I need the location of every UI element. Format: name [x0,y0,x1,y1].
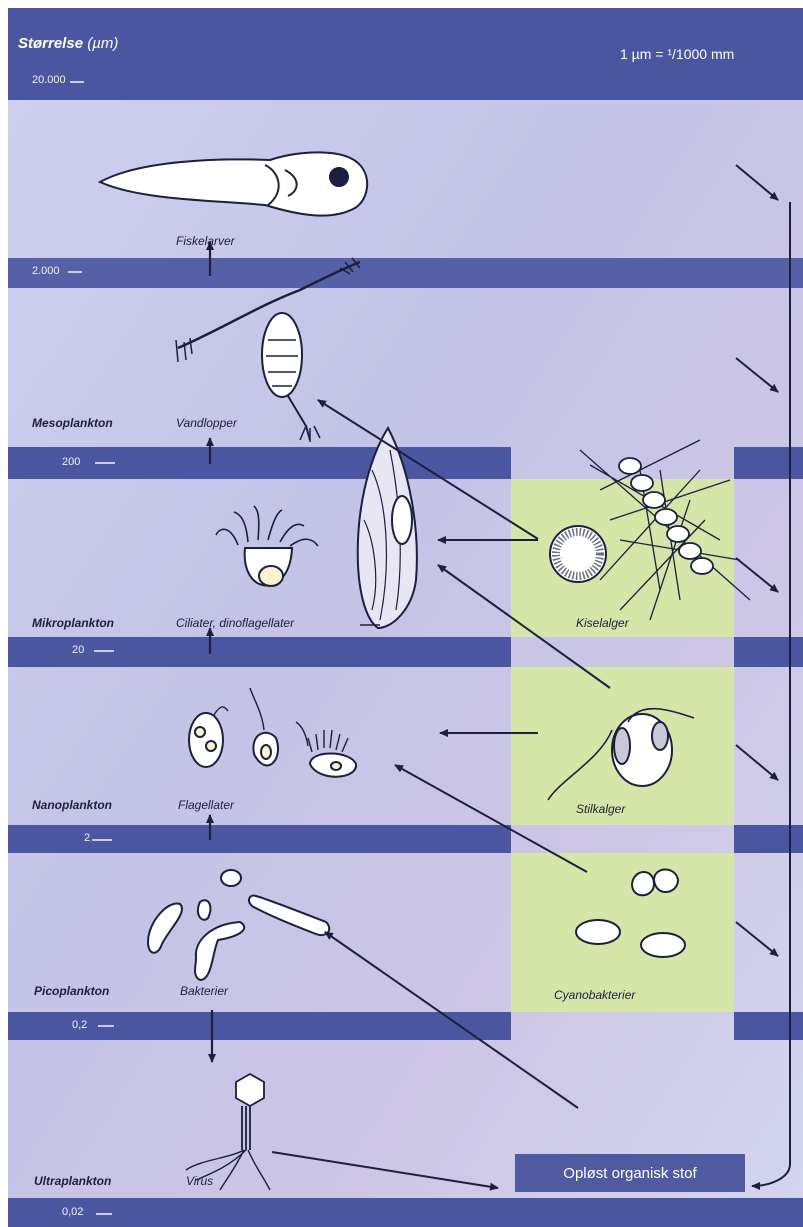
class-nanoplankton: Nanoplankton [32,798,112,812]
dissolved-organic-matter-label: Opløst organisk stof [563,1165,696,1182]
label-diatoms: Kiselalger [576,616,629,630]
scale-label-0-2: 0,2 [72,1019,87,1031]
axis-title-unit: (µm) [83,35,118,52]
label-cyanobacteria: Cyanobakterier [554,988,635,1002]
label-bacteria: Bakterier [180,984,228,998]
scale-label-0-02: 0,02 [62,1206,83,1218]
class-mikroplankton: Mikroplankton [32,616,114,630]
axis-title-bold: Størrelse [18,35,83,52]
band-002 [8,1198,803,1227]
class-mesoplankton: Mesoplankton [32,416,113,430]
label-fish-larvae: Fiskelarver [176,234,235,248]
band-2-right [734,825,803,853]
axis-title: Størrelse (µm) [18,35,118,52]
scale-label-20000: 20.000 [32,74,66,86]
band-20-right [734,637,803,667]
band-200-right [734,447,803,479]
band-02-right [734,1012,803,1040]
label-copepods: Vandlopper [176,416,237,430]
class-picoplankton: Picoplankton [34,984,109,998]
dissolved-organic-matter-box: Opløst organisk stof [515,1154,745,1192]
label-flagellates: Flagellater [178,798,234,812]
centric-diatom-illustration [550,526,606,582]
scale-label-2: 2 [84,832,90,844]
label-virus: Virus [186,1174,213,1188]
unit-note: 1 µm = ¹/1000 mm [620,46,734,62]
band-2000 [8,258,803,288]
label-ciliates-dinoflagellates: Ciliater, dinoflagellater [176,616,294,630]
scale-label-2000: 2.000 [32,265,60,277]
scale-label-200: 200 [62,456,80,468]
class-ultraplankton: Ultraplankton [34,1174,111,1188]
label-stalked-algae: Stilkalger [576,802,625,816]
scale-label-20: 20 [72,644,84,656]
